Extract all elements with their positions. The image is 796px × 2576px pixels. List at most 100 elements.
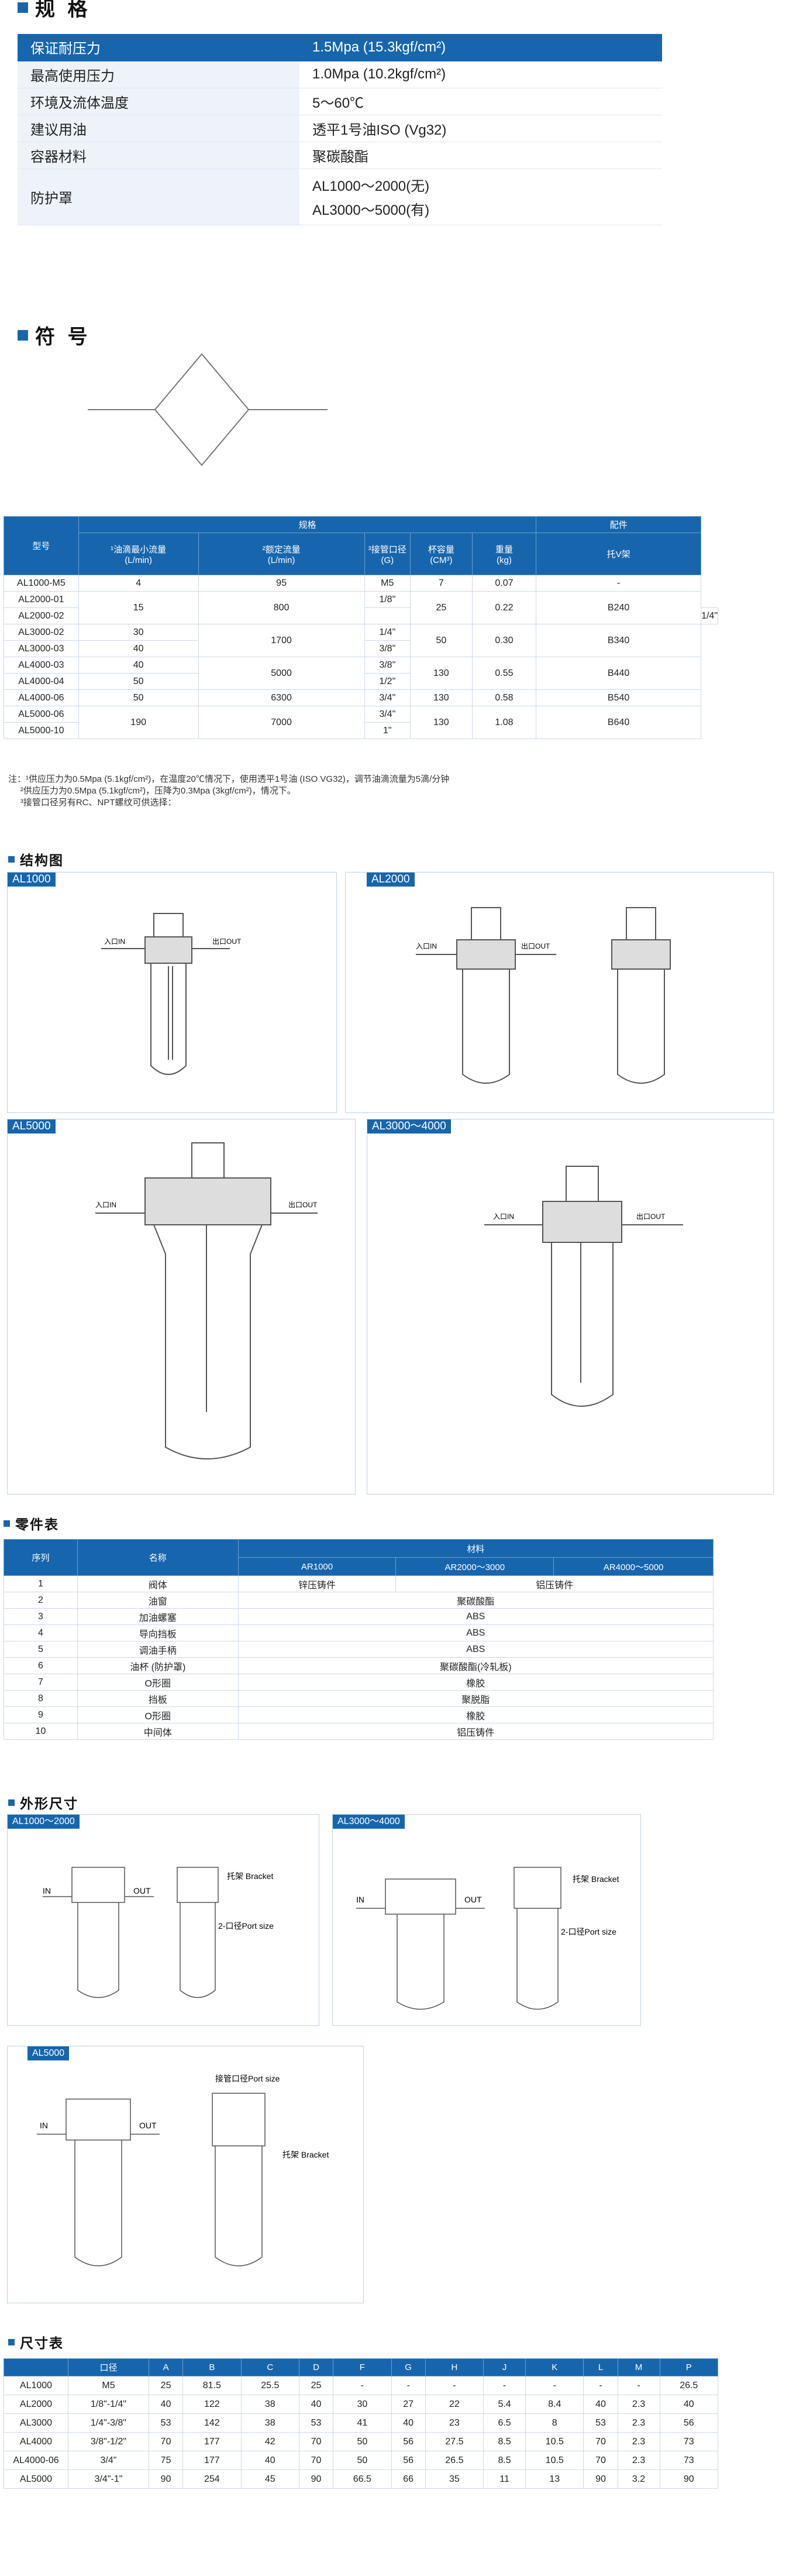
table-cell: 3/4"-1"	[68, 2469, 149, 2489]
table-cell: -	[583, 2376, 618, 2395]
table-cell: 70	[583, 2451, 618, 2470]
lubricator-symbol	[88, 353, 328, 466]
table-cell: 142	[182, 2413, 242, 2433]
table-cell: 130	[409, 706, 473, 739]
table-cell: 26.5	[659, 2376, 719, 2395]
bracket-label: 托架 Bracket	[282, 2150, 329, 2159]
part-material: 橡胶	[237, 1706, 714, 1723]
table-cell: 25	[148, 2376, 184, 2395]
table-cell: 2.3	[617, 2451, 660, 2470]
table-cell: 1/8"-1/4"	[68, 2395, 149, 2414]
table-cell: 7	[409, 575, 473, 592]
parts-title: 零件表	[15, 1517, 59, 1532]
part-no: 5	[4, 1641, 78, 1658]
table-cell: -	[425, 2376, 484, 2395]
material-subheader: AR1000	[237, 1557, 397, 1576]
specs-heading: 规 格	[18, 0, 91, 22]
table-cell: 50	[333, 2432, 392, 2451]
part-material: 聚碳酸酯(冷轧板)	[237, 1657, 714, 1674]
table-cell: 90	[298, 2469, 334, 2489]
heading-marker	[4, 1520, 10, 1527]
spec-group-header: 规格	[78, 516, 537, 533]
part-no: 7	[4, 1674, 78, 1691]
part-no: 1	[4, 1575, 78, 1592]
table-cell: 800	[198, 591, 365, 624]
parts-material-header: 材料	[237, 1539, 714, 1558]
spec-col-header: ²额定流量 (L/min)	[198, 533, 365, 575]
table-cell: 40	[583, 2395, 618, 2414]
part-material: 橡胶	[237, 1674, 714, 1691]
parts-name-header: 名称	[77, 1539, 239, 1576]
table-cell: 13	[525, 2469, 584, 2489]
panel-label: AL2000	[367, 873, 415, 887]
table-cell: 2.3	[617, 2432, 660, 2451]
table-cell: 5000	[198, 657, 365, 690]
dims-col-header: J	[483, 2358, 526, 2376]
table-cell: AL2000	[4, 2395, 68, 2414]
outline-drawing-3: IN OUT 接管口径Port size 托架 Bracket	[37, 2074, 329, 2266]
table-cell: AL4000	[4, 2432, 68, 2451]
heading-marker	[18, 2, 28, 13]
table-cell: -	[536, 575, 702, 592]
bracket-label: 托架 Bracket	[573, 1874, 619, 1884]
part-no: 2	[4, 1592, 78, 1609]
spec-key: 最高使用压力	[18, 61, 299, 88]
panel-label: AL3000～4000	[367, 1119, 451, 1134]
table-cell: 190	[78, 706, 199, 739]
part-material: 锌压铸件	[237, 1575, 397, 1592]
table-cell: 3/4"	[68, 2451, 149, 2470]
out-label: 出口OUT	[636, 1213, 666, 1221]
part-material: 聚脱脂	[237, 1690, 714, 1707]
table-cell: 35	[425, 2469, 484, 2489]
parts-heading: 零件表	[4, 1513, 59, 1533]
table-cell: 22	[425, 2395, 484, 2414]
table-cell: AL1000	[4, 2376, 68, 2395]
table-cell: M5	[68, 2376, 149, 2395]
in-label: 入口IN	[104, 937, 125, 946]
table-cell: AL4000-06	[4, 2451, 68, 2470]
in-label: IN	[356, 1895, 364, 1904]
table-cell: 50	[78, 689, 199, 706]
table-cell: 3.2	[617, 2469, 660, 2489]
table-cell: B240	[536, 591, 702, 624]
table-cell: 50	[409, 624, 473, 657]
spec-col-header: ³接管口径 (G)	[364, 533, 411, 575]
spec-key: 保证耐压力	[18, 34, 299, 61]
panel-label: AL1000	[8, 873, 56, 887]
part-name: 阀体	[77, 1575, 239, 1592]
part-name: 加油螺塞	[77, 1608, 239, 1625]
table-cell: 25	[409, 591, 473, 624]
outline-panel-al1000-2000: AL1000～2000 IN OUT 托架 Bracket 2-口径Port s…	[7, 1814, 319, 2026]
table-cell: B440	[536, 657, 702, 690]
spec-key: 防护罩	[18, 169, 299, 225]
table-cell: 66.5	[333, 2469, 392, 2489]
table-cell: 56	[391, 2432, 426, 2451]
table-cell: AL2000-02	[4, 607, 79, 624]
table-cell: 70	[148, 2432, 184, 2451]
in-label: IN	[40, 2121, 48, 2130]
table-cell: -	[333, 2376, 392, 2395]
part-material: ABS	[237, 1608, 714, 1625]
table-cell: 40	[78, 640, 199, 657]
table-cell: 1/4"	[364, 624, 411, 641]
model-notes: 注：¹供应压力为0.5Mpa (5.1kgf/cm²)，在温度20℃情况下，使用…	[8, 774, 449, 809]
in-label: IN	[43, 1886, 51, 1895]
table-cell: 25.5	[240, 2376, 299, 2395]
outline-title: 外形尺寸	[20, 1796, 78, 1811]
spec-row: 容器材料聚碳酸酯	[18, 142, 662, 169]
table-cell: 45	[240, 2469, 299, 2489]
table-cell: 38	[240, 2395, 299, 2414]
